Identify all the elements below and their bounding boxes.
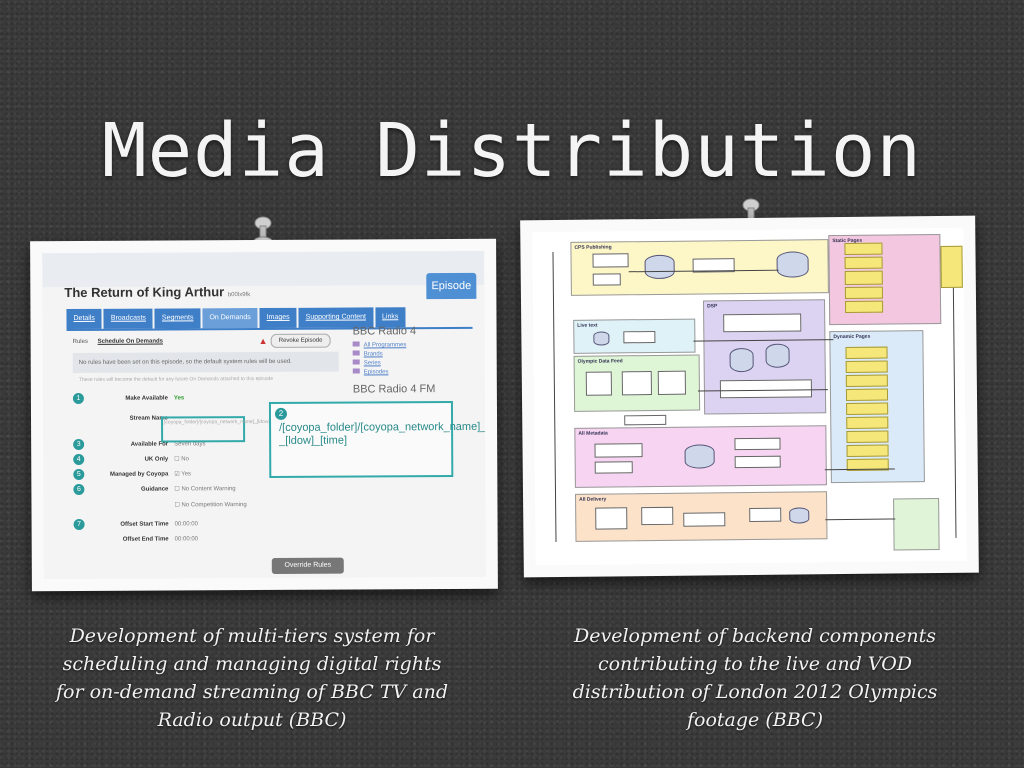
callout-text: /[coyopa_folder]/[coyopa_network_name]_-…: [279, 420, 486, 447]
sidebar-link[interactable]: Series: [353, 359, 473, 367]
field-competition-warning[interactable]: ☐ No Competition Warning: [174, 502, 247, 509]
rules-breadcrumb: Rules Schedule On Demands: [72, 338, 164, 346]
default-rules-note: These rules will become the default for …: [78, 375, 274, 383]
tab-details[interactable]: Details: [66, 308, 102, 330]
architecture-diagram: CPS Publishing Static Pages Live text DS…: [532, 227, 967, 566]
scheduling-screenshot-photo: The Return of King Arthur b00lx9fk Episo…: [30, 238, 498, 592]
slide-title: Media Distribution: [102, 108, 922, 194]
sidebar-link[interactable]: Brands: [353, 350, 473, 358]
screenshot-header: [42, 250, 485, 288]
episode-tab[interactable]: Episode: [426, 272, 477, 300]
tab-images[interactable]: Images: [259, 307, 297, 329]
revoke-episode-button[interactable]: Revoke Episode: [270, 333, 331, 348]
tab-broadcasts[interactable]: Broadcasts: [103, 308, 153, 329]
right-caption: Development of backend components contri…: [572, 625, 938, 731]
section-distribution-outputs: [893, 498, 940, 551]
sidebar-link[interactable]: All Programmes: [353, 341, 473, 349]
tab-on-demands[interactable]: On Demands: [202, 308, 258, 329]
stream-name-input[interactable]: [coyopa_folder]/[coyopa_network_name]_[l…: [161, 416, 285, 443]
sidebar-title-2: BBC Radio 4 FM: [352, 383, 436, 396]
schedule-on-demands-link[interactable]: Schedule On Demands: [97, 338, 164, 345]
field-stream-name: Stream Name: [129, 415, 169, 422]
left-caption: Development of multi-tiers system for sc…: [56, 625, 448, 731]
stream-name-callout: 2 /[coyopa_folder]/[coyopa_network_name]…: [268, 401, 486, 478]
sidebar-title: BBC Radio 4: [352, 325, 417, 338]
network-sidebar: BBC Radio 4 All Programmes Brands Series…: [353, 325, 473, 400]
warning-icon: ▲: [258, 335, 268, 347]
architecture-diagram-photo: CPS Publishing Static Pages Live text DS…: [520, 215, 979, 578]
callout-number: 2: [274, 407, 288, 420]
tab-segments[interactable]: Segments: [154, 308, 201, 329]
sidebar-link[interactable]: Episodes: [353, 368, 473, 376]
override-rules-button[interactable]: Override Rules: [271, 557, 344, 574]
rules-notice: No rules have been set on this episode, …: [72, 351, 339, 374]
programme-title: The Return of King Arthur b00lx9fk: [64, 284, 251, 301]
